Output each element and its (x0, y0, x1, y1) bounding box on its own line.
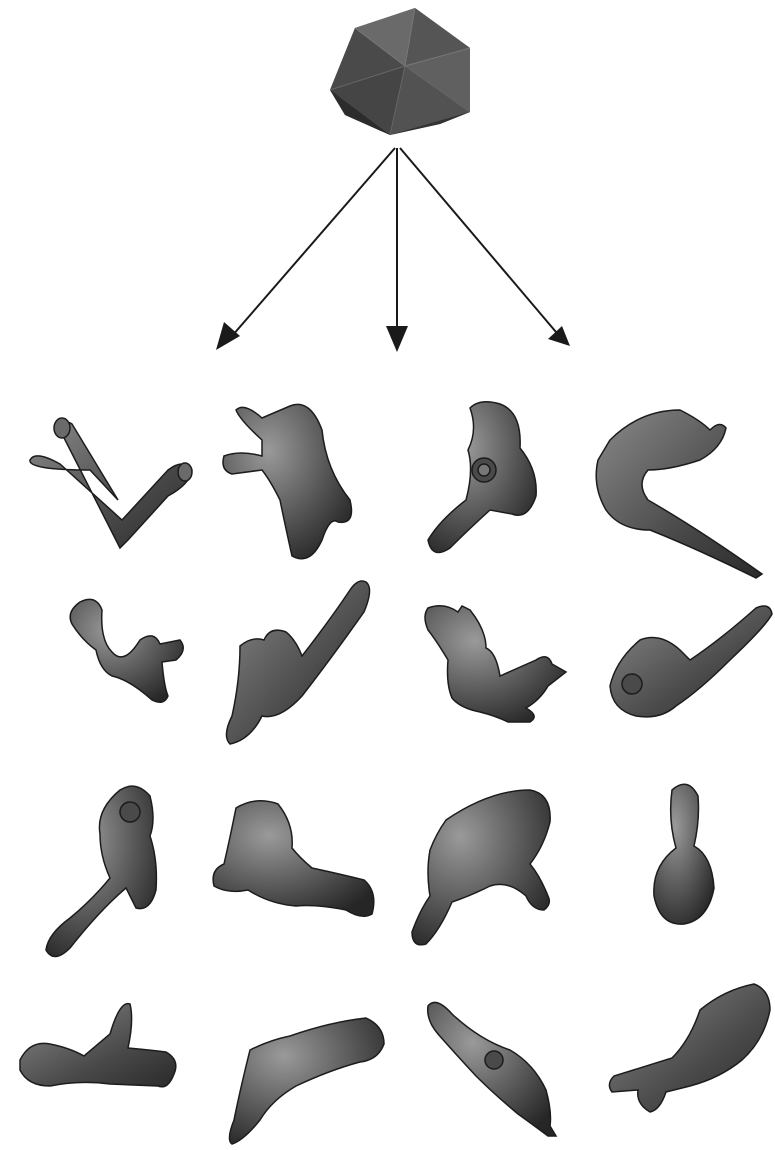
arrow-right (400, 148, 570, 346)
view-r1-c2 (223, 404, 352, 558)
view-r3-c3 (412, 790, 550, 945)
arrows (216, 148, 570, 352)
view-r4-c2 (229, 1018, 384, 1144)
view-r3-c4 (654, 784, 714, 924)
view-r4-c1 (20, 1004, 176, 1087)
view-r1-c1 (30, 418, 192, 548)
view-r2-c1 (70, 599, 183, 702)
view-r2-c4 (610, 606, 772, 717)
view-r3-c2 (213, 801, 374, 916)
icosahedron-icon (330, 8, 470, 135)
view-r1-c4 (596, 410, 762, 578)
view-r2-c3 (425, 606, 566, 722)
arrow-center (386, 148, 408, 352)
arrow-left (216, 148, 395, 350)
view-r1-c3 (428, 402, 536, 553)
view-r4-c3 (428, 1002, 556, 1136)
view-r2-c2 (226, 581, 369, 744)
view-r3-c1 (46, 786, 156, 956)
view-r4-c4 (609, 984, 770, 1112)
